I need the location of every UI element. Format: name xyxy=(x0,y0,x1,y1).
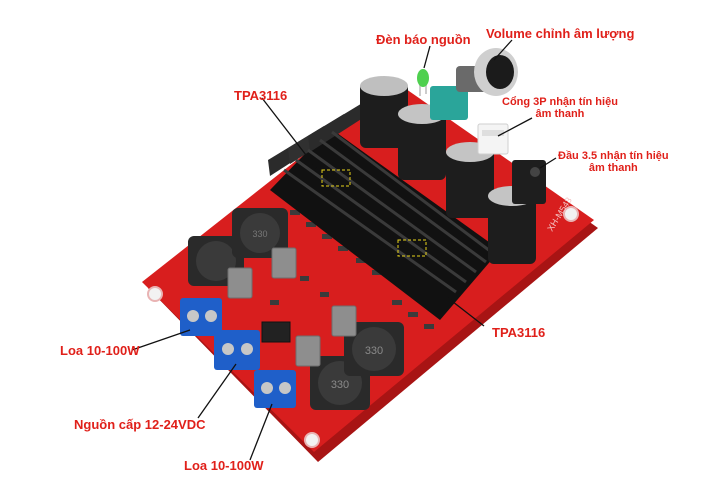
label-speaker-left: Loa 10-100W xyxy=(60,343,140,358)
terminal-power xyxy=(214,330,260,370)
inductors-bottom: 330 330 xyxy=(310,322,404,410)
audio-jack-35 xyxy=(512,160,546,204)
label-power-supply: Nguồn cấp 12-24VDC xyxy=(74,417,206,432)
heatsink xyxy=(268,102,500,320)
inductor-marking: 330 xyxy=(252,229,267,239)
label-jack: Đầu 3.5 nhận tín hiệu âm thanh xyxy=(558,150,669,174)
label-jack-line1: Đầu 3.5 nhận tín hiệu xyxy=(558,150,669,162)
inductor-marking: 330 xyxy=(365,345,383,357)
label-power-led: Đèn báo nguồn xyxy=(376,32,471,47)
label-jack-line2: âm thanh xyxy=(588,162,638,174)
inductors-left: 330 xyxy=(188,208,288,286)
label-speaker-right: Loa 10-100W xyxy=(184,458,264,473)
smd-components xyxy=(270,210,434,329)
label-volume: Volume chỉnh âm lượng xyxy=(486,26,635,41)
terminal-right-speaker xyxy=(254,370,296,408)
inductor-marking: 330 xyxy=(331,379,349,391)
label-chip-bottom: TPA3116 xyxy=(492,325,546,340)
label-port-3p-line2: âm thanh xyxy=(535,108,585,120)
volume-potentiometer xyxy=(430,48,518,120)
label-port-3p: Cổng 3P nhận tín hiệu âm thanh xyxy=(502,96,618,120)
connector-3p xyxy=(477,123,509,155)
film-capacitors xyxy=(227,247,357,367)
label-port-3p-line1: Cổng 3P nhận tín hiệu xyxy=(502,96,618,108)
callout-lines xyxy=(131,39,557,461)
terminal-left-speaker xyxy=(180,298,222,336)
power-led xyxy=(417,69,429,96)
label-chip-top: TPA3116 xyxy=(234,88,288,103)
